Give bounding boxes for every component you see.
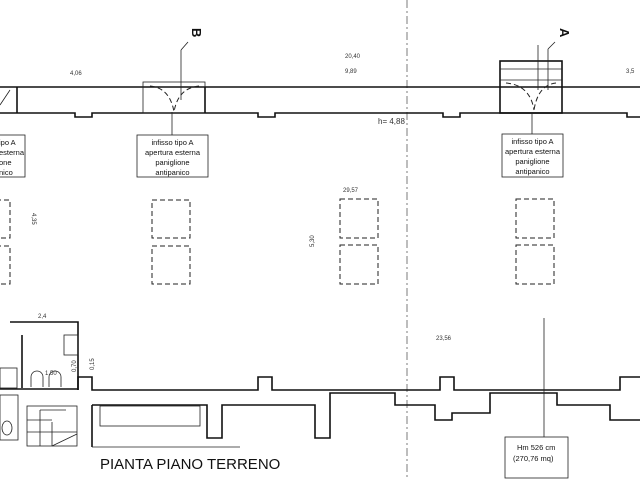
- callout-middle: infisso tipo A apertura esterna paniglio…: [136, 112, 209, 178]
- svg-text:9,89: 9,89: [345, 69, 357, 75]
- svg-text:antipanico: antipanico: [155, 168, 189, 177]
- area-size: (270,76 mq): [513, 454, 554, 463]
- svg-text:infisso tipo A: infisso tipo A: [151, 138, 193, 147]
- callout-left: ipo A esterna one nico: [0, 134, 26, 178]
- lower-wall: [77, 376, 640, 448]
- svg-text:0,15: 0,15: [90, 358, 96, 370]
- svg-text:one: one: [0, 158, 12, 167]
- dimension-labels: 4,06 9,89 20,40 3,5 h= 4,88 29,57 4,35 5…: [30, 54, 635, 377]
- svg-text:29,57: 29,57: [343, 188, 359, 194]
- service-block: [0, 321, 79, 447]
- svg-text:0,70: 0,70: [72, 360, 78, 372]
- drawing-title: PIANTA PIANO TERRENO: [100, 456, 280, 473]
- svg-text:paniglione: paniglione: [515, 157, 549, 166]
- svg-text:5,30: 5,30: [310, 235, 316, 247]
- svg-text:antipanico: antipanico: [515, 167, 549, 176]
- section-marker-a: A: [537, 28, 572, 90]
- svg-text:3,5: 3,5: [626, 69, 635, 75]
- svg-text:apertura esterna: apertura esterna: [145, 148, 201, 157]
- svg-text:4,35: 4,35: [30, 213, 36, 225]
- svg-text:paniglione: paniglione: [155, 158, 189, 167]
- upper-wall: [0, 60, 640, 118]
- svg-text:esterna: esterna: [0, 148, 25, 157]
- svg-text:nico: nico: [0, 168, 13, 177]
- svg-text:20,40: 20,40: [345, 54, 361, 60]
- svg-text:4,06: 4,06: [70, 71, 82, 77]
- section-a-label: A: [557, 28, 572, 38]
- svg-text:apertura esterna: apertura esterna: [505, 147, 561, 156]
- svg-text:infisso tipo A: infisso tipo A: [511, 137, 553, 146]
- svg-text:23,56: 23,56: [436, 336, 452, 342]
- svg-text:1,50: 1,50: [45, 371, 57, 377]
- svg-text:h= 4,88: h= 4,88: [378, 117, 405, 126]
- callout-right: infisso tipo A apertura esterna paniglio…: [501, 113, 564, 178]
- svg-text:2,4: 2,4: [38, 314, 47, 320]
- area-box: [504, 436, 569, 479]
- dashed-pillars: [0, 198, 555, 285]
- section-marker-b: B: [180, 28, 204, 100]
- section-b-label: B: [189, 28, 204, 37]
- area-height: Hm 526 cm: [517, 443, 555, 452]
- svg-text:ipo A: ipo A: [0, 138, 16, 147]
